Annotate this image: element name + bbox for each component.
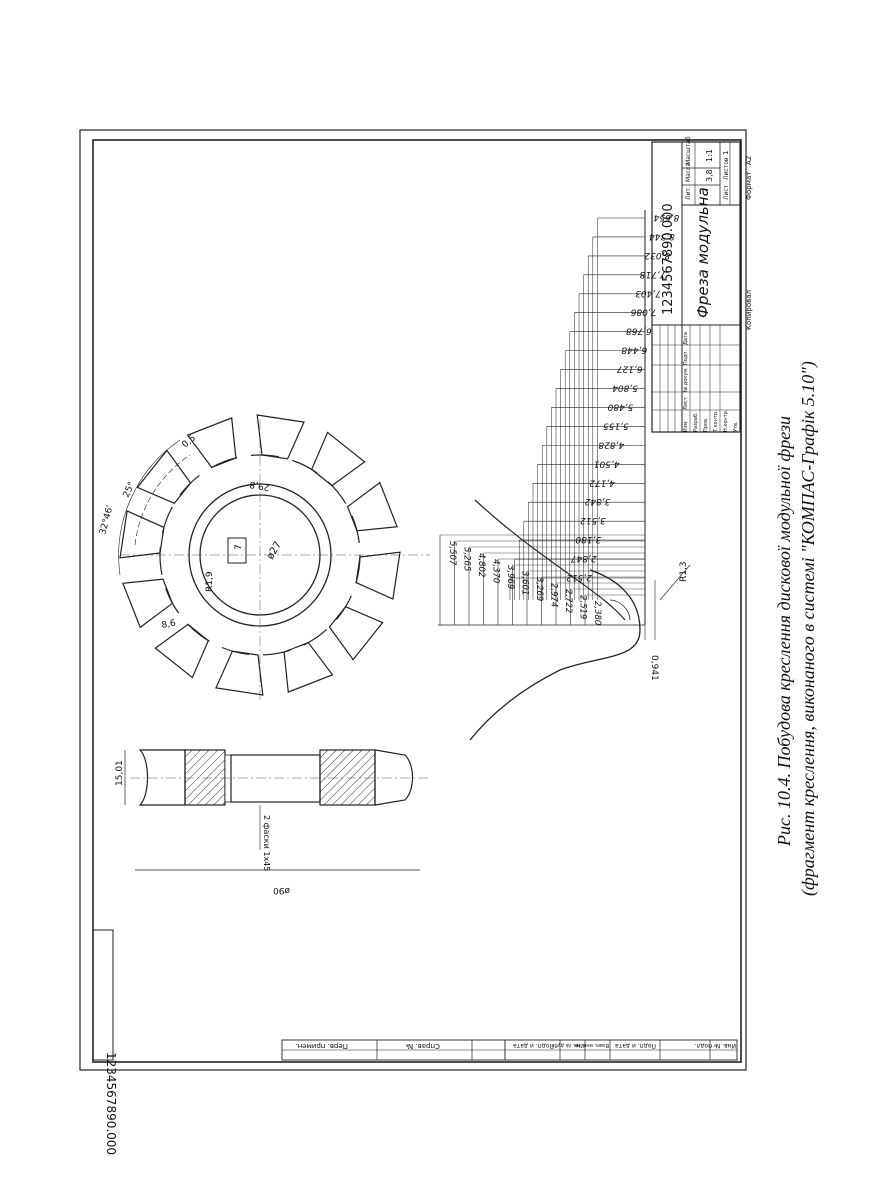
corner-stamp-text: 1234567890.000 [104,1052,118,1155]
dim-tooth-width: 0,5 [181,433,198,450]
cutter-tooth-6 [119,510,165,559]
profile-x-label-13: 6,768 [626,326,652,336]
sheet-inner-frame [92,139,742,1063]
strip-label-5: Подп. и дата [615,1042,656,1049]
cutter-keyway [227,537,247,564]
profile-x-label-5: 4,172 [589,477,615,487]
strip-label-0: Перв. примен. [295,1042,348,1050]
cutter-tooth-11 [346,481,398,532]
profile-y-label-4: 3,969 [505,565,515,589]
profile-x-label-15: 7,403 [635,288,661,298]
cutter-tooth-2 [283,641,334,693]
tooth-profile: 0,941 R1,3 [469,561,691,741]
strip-label-2: Подп. и дата [513,1042,554,1049]
cutter-tooth-4 [154,623,210,679]
cutter-hub [159,454,361,656]
profile-y-label-8: 2,722 [563,589,573,613]
corner-stamp: 1234567890.000 [92,929,118,1155]
profile-x-label-18: 8,344 [649,231,675,241]
title-copied: Копировал [745,290,753,330]
left-strip: Перв. примен. Справ. № Подп. и дата Инв.… [281,1039,738,1061]
strip-label-6: Инв. № подл. [695,1042,736,1049]
profile-y-label-2: 4,802 [476,553,486,577]
cutter-tooth-1 [328,605,384,661]
cutter-side-view: 15,01 ø90 2 фаски 1х45 [115,749,430,895]
dim-tooth-gap: 8,6 [161,619,177,631]
section-hatch-left [184,749,226,806]
profile-y-label-6: 3,269 [534,577,544,601]
title-mass: 3,8 [705,169,714,182]
profile-coordinates-table: 2,5122,8473,1803,5123,8424,1724,5014,828… [474,210,679,625]
title-row-label-6: Пров. [703,417,709,432]
title-row-label-3: Подп. [683,349,689,365]
profile-y-label-7: 2,974 [549,583,559,607]
title-sheets-label: Листов [723,157,730,180]
title-header-lit: Лит. [685,186,692,200]
title-designation: 1234567890.000 [661,203,676,315]
cutter-teeth [119,414,401,696]
profile-x-label-9: 5,480 [607,401,633,411]
profile-y-label-1: 5,265 [462,547,472,571]
title-format-value: А2 [745,156,753,165]
title-row-label-8: Н.контр. [723,409,729,432]
profile-y-dimensions: 5,507 5,265 4,802 4,370 3,969 3,601 3,269 2,974… [438,534,645,626]
cutter-tooth-9 [256,414,305,460]
profile-x-label-6: 4,501 [594,458,620,468]
title-row-label-2: № докум. [683,367,689,392]
profile-x-label-10: 5,804 [612,383,638,393]
cutter-front-view: ø27 7 29,8 32°46' 25° 0,5 R1,9 8,6 [98,414,430,700]
cutter-tooth-5 [122,578,174,629]
title-row-label-7: Т.контр. [713,410,719,433]
cutter-tooth-10 [310,431,366,487]
strip-label-4: Взам. инв. № [574,1042,609,1048]
profile-y-label-3: 4,370 [491,559,501,583]
title-block: 1234567890.000 Фреза модульна Лит. Масса… [651,136,753,433]
dim-radius-small: R1,9 [205,571,215,592]
profile-x-label-7: 4,828 [598,439,624,449]
section-bore [230,754,321,803]
profile-x-label-14: 7,086 [630,307,656,317]
profile-y-label-9: 2,519 [578,595,588,619]
title-part-name: Фреза модульна [694,187,712,318]
title-scale: 1:1 [705,149,714,162]
cutter-tooth-3 [215,650,264,696]
title-header-mass: Масса [685,163,692,182]
dim-keyway-width: 7 [234,544,244,550]
dim-keyway-depth: 29,8 [249,479,271,492]
profile-x-label-16: 7,718 [640,269,666,279]
title-row-label-0: Изм. [683,420,689,432]
profile-x-label-11: 6,127 [617,364,643,374]
profile-y-label-5: 3,601 [520,571,530,595]
cutter-tooth-8 [186,417,237,469]
dim-tooth-angle-1: 32°46' [98,504,115,535]
strip-label-1: Справ. № [406,1042,440,1050]
cutter-tooth-0 [355,551,401,600]
title-row-label-4: Дата [683,332,689,345]
cutter-tooth-7 [136,449,192,505]
dim-outer-diameter: ø90 [273,885,290,895]
title-sheet-label: Лист [723,184,730,200]
title-row-label-9: Утв. [733,421,739,432]
strip-label-3: Инв. № дубл. [549,1042,584,1048]
dim-bore: ø27 [265,540,284,562]
title-header-scale: Масштаб [685,136,692,165]
title-format-label: Формат [745,172,753,200]
profile-x-label-12: 6,448 [621,345,647,355]
profile-y-label-10: 2,380 [592,601,602,625]
sheet-outer-border [79,129,747,1071]
title-row-label-5: Разраб. [693,412,699,432]
dim-width: 15,01 [115,760,125,786]
profile-x-label-8: 5,155 [603,420,629,430]
section-hatch-right [319,749,376,806]
dim-tip-offset: 0,941 [649,655,659,681]
profile-x-label-17: 8,032 [644,250,670,260]
dim-chamfer: 2 фаски 1х45 [262,815,271,871]
title-sheets: 1 [722,151,730,155]
title-row-label-1: Лист [683,397,689,410]
profile-y-label-0: 5,507 [447,541,457,566]
profile-x-label-19: 8,654 [653,212,679,222]
